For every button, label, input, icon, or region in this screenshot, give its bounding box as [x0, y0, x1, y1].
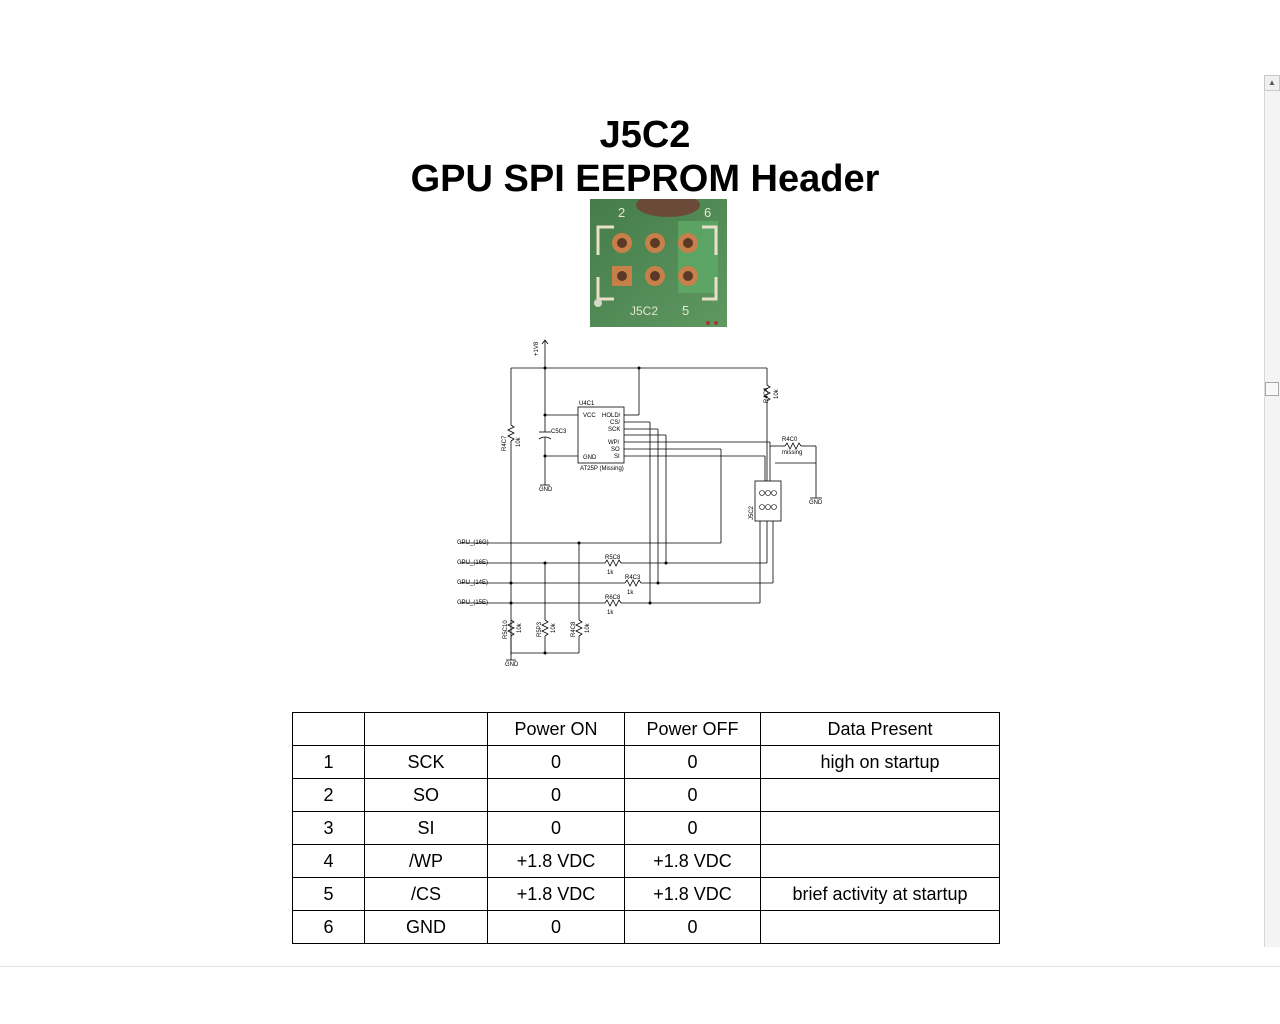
power-on-value: +1.8 VDC — [487, 844, 625, 878]
chip-pin: GND — [583, 455, 597, 461]
table-row: 6 GND 0 0 — [292, 910, 1000, 944]
pin-number: 6 — [292, 910, 365, 944]
data-present — [760, 910, 1000, 944]
resistor-value: 10k — [774, 388, 780, 399]
header-cell: Data Present — [760, 712, 1000, 746]
resistor-label: R4C0 — [782, 437, 798, 443]
pin-table: Power ON Power OFF Data Present 1 SCK 0 … — [292, 712, 1000, 944]
data-present: brief activity at startup — [760, 877, 1000, 911]
table-row: 3 SI 0 0 — [292, 811, 1000, 845]
schematic-junctions — [509, 366, 668, 655]
component-body — [636, 199, 700, 217]
header-cell: Power ON — [487, 712, 625, 746]
scroll-up-arrow-icon[interactable]: ▲ — [1264, 75, 1280, 91]
table-header-row: Power ON Power OFF Data Present — [292, 712, 1000, 746]
power-on-value: +1.8 VDC — [487, 877, 625, 911]
chip-ref: U4C1 — [579, 401, 595, 407]
header-cell: Power OFF — [624, 712, 761, 746]
table-row: 1 SCK 0 0 high on startup — [292, 745, 1000, 779]
chip-pin: WP/ — [608, 440, 620, 446]
cap-label: C5C3 — [551, 429, 567, 435]
chip-pin: CS/ — [610, 420, 620, 426]
power-off-value: 0 — [624, 910, 761, 944]
resistor-label: R4C4 — [764, 387, 770, 403]
signal-label: GPU_(14E) — [457, 580, 488, 586]
resistor-label: R5C8 — [605, 555, 621, 561]
resistor-value: 10k — [551, 622, 557, 633]
header-ref: J5C2 — [749, 505, 755, 520]
header-cell — [292, 712, 365, 746]
header-photo: 2 6 5 J5C2 — [590, 199, 727, 327]
resistor-label: R4C8 — [571, 621, 577, 637]
signal-label: GPU_(16G) — [457, 540, 489, 546]
signal-name: /CS — [364, 877, 488, 911]
power-off-value: 0 — [624, 811, 761, 845]
vertical-scrollbar[interactable] — [1264, 75, 1280, 947]
power-off-value: 0 — [624, 745, 761, 779]
signal-name: SCK — [364, 745, 488, 779]
resistor-label: R6C8 — [605, 595, 621, 601]
pin-number: 2 — [292, 778, 365, 812]
chip-pin: VCC — [583, 413, 596, 419]
resistor-value: 10k — [516, 436, 522, 447]
photo-pin-label: 5 — [682, 303, 689, 318]
signal-label: GPU_(16E) — [457, 560, 488, 566]
resistor-value: 1k — [607, 570, 614, 576]
table-row: 2 SO 0 0 — [292, 778, 1000, 812]
data-present — [760, 844, 1000, 878]
power-off-value: +1.8 VDC — [624, 877, 761, 911]
gnd-label: GND — [539, 487, 553, 493]
photo-pin-label: 6 — [704, 205, 711, 220]
divider — [0, 966, 1280, 967]
gnd-label: GND — [809, 500, 823, 506]
resistor-value: missing — [782, 450, 802, 456]
signal-name: GND — [364, 910, 488, 944]
pin-number: 4 — [292, 844, 365, 878]
signal-label: GPU_(15E) — [457, 600, 488, 606]
header-pads — [612, 233, 698, 286]
pin-number: 5 — [292, 877, 365, 911]
data-present — [760, 811, 1000, 845]
pin-number: 3 — [292, 811, 365, 845]
resistor-value: 10k — [585, 622, 591, 633]
supply-label: +1V8 — [534, 341, 540, 356]
page-title: J5C2 — [599, 114, 691, 156]
signal-name: SI — [364, 811, 488, 845]
pin-number: 1 — [292, 745, 365, 779]
table-row: 5 /CS +1.8 VDC +1.8 VDC brief activity a… — [292, 877, 1000, 911]
table-row: 4 /WP +1.8 VDC +1.8 VDC — [292, 844, 1000, 878]
chip-part: AT25P (Missing) — [580, 466, 624, 472]
chip-pin: SO — [611, 447, 620, 453]
power-on-value: 0 — [487, 811, 625, 845]
photo-designator: J5C2 — [630, 304, 658, 318]
schematic-diagram: +1V8 U4C1 AT25P (Missing) VCC GND HOLD/ … — [457, 339, 823, 668]
photo-pin-label: 2 — [618, 205, 625, 220]
signal-name: SO — [364, 778, 488, 812]
resistor-value: 1k — [627, 590, 634, 596]
chip-pin: SI — [614, 454, 620, 460]
resistor-label: R5P3 — [537, 621, 543, 637]
data-present: high on startup — [760, 745, 1000, 779]
power-on-value: 0 — [487, 910, 625, 944]
chip-pin: HOLD/ — [602, 413, 621, 419]
data-present — [760, 778, 1000, 812]
resistor-label: R5C10 — [503, 620, 509, 639]
resistor-label: R4C7 — [502, 435, 508, 451]
header-pins — [759, 490, 777, 510]
signal-name: /WP — [364, 844, 488, 878]
power-off-value: 0 — [624, 778, 761, 812]
scrollbar-thumb[interactable] — [1265, 382, 1279, 396]
resistor-value: 1k — [607, 610, 614, 616]
resistor-value: 10k — [517, 622, 523, 633]
power-off-value: +1.8 VDC — [624, 844, 761, 878]
gnd-label: GND — [505, 662, 519, 668]
resistor-label: R4C3 — [625, 575, 641, 581]
power-on-value: 0 — [487, 778, 625, 812]
chip-pin: SCK — [608, 427, 620, 433]
power-on-value: 0 — [487, 745, 625, 779]
schematic-wires — [460, 339, 822, 661]
page-subtitle: GPU SPI EEPROM Header — [410, 158, 880, 200]
header-cell — [364, 712, 488, 746]
